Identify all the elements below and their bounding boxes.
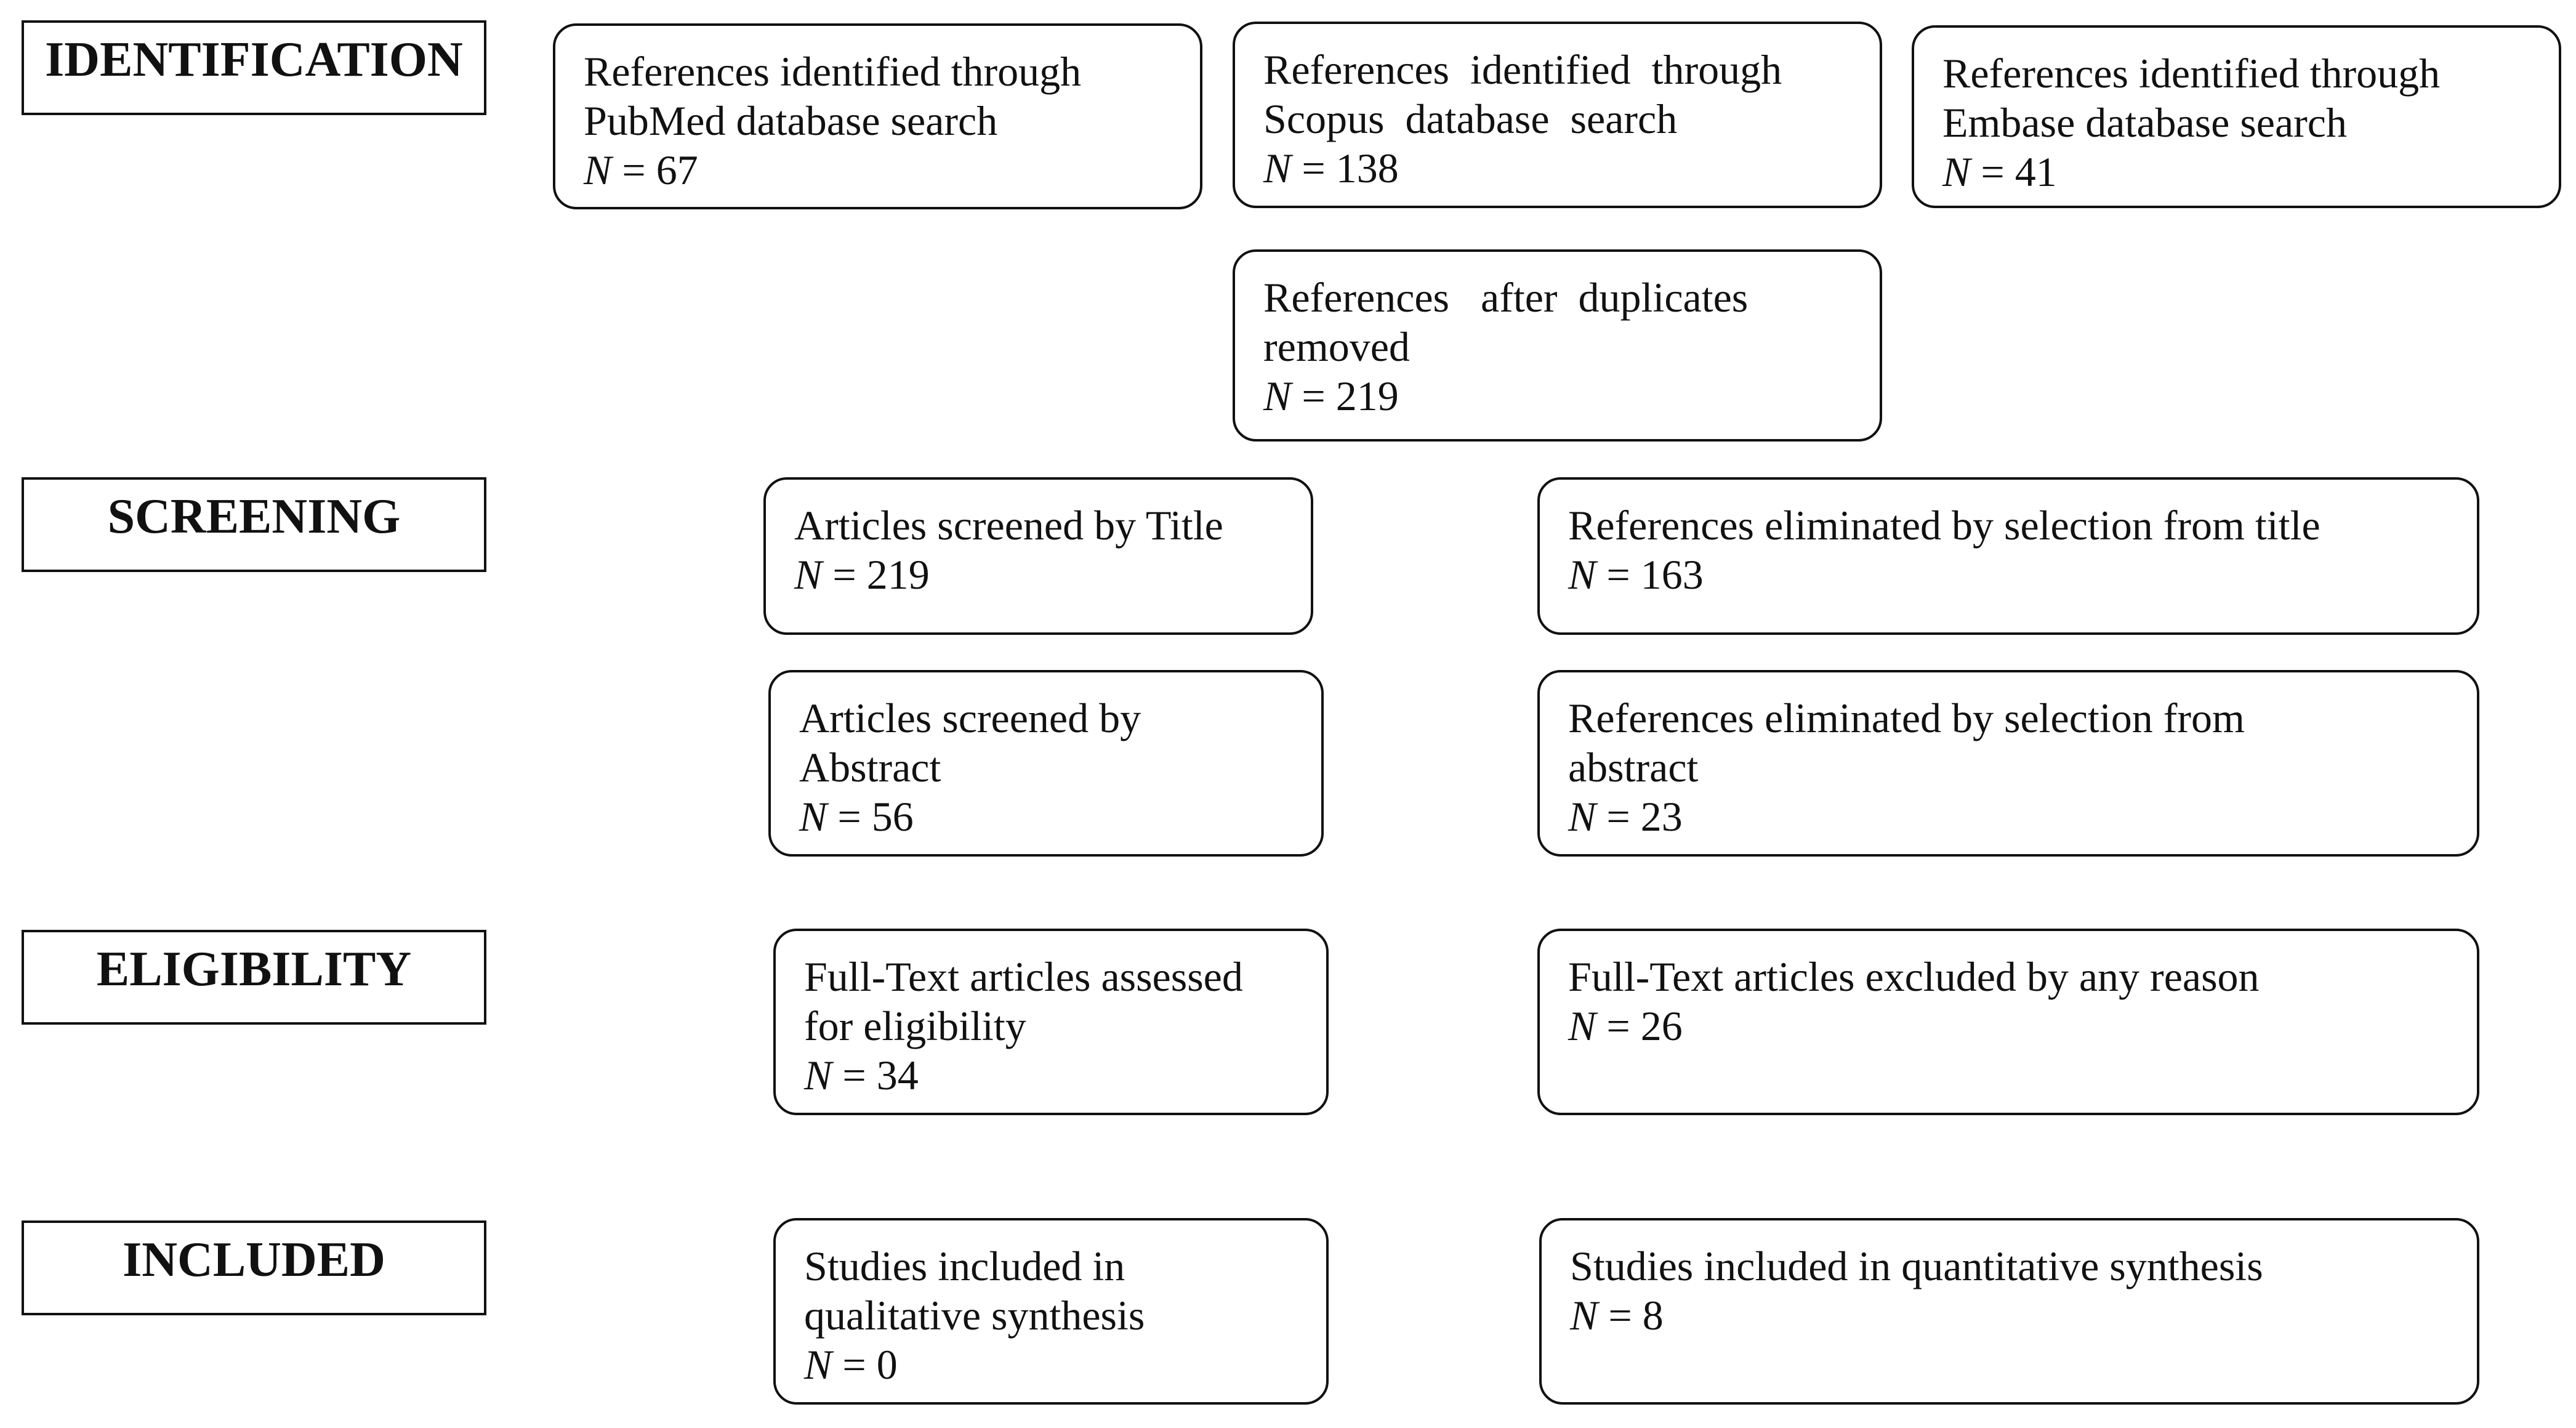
box-text: abstract xyxy=(1568,744,1699,791)
abstract-screening-box: Articles screened by Abstract N = 56 xyxy=(768,670,1324,857)
box-count: N = 219 xyxy=(1263,371,1880,421)
box-text: Articles screened by Title xyxy=(794,502,1223,549)
quantitative-synthesis-box: Studies included in quantitative synthes… xyxy=(1539,1218,2479,1405)
n-symbol: N xyxy=(804,1341,832,1388)
box-count: N = 0 xyxy=(804,1340,1326,1389)
box-text: References identified through xyxy=(1263,46,1782,93)
box-count: N = 138 xyxy=(1263,143,1880,193)
n-symbol: N xyxy=(1942,148,1971,195)
box-count: N = 26 xyxy=(1568,1001,2477,1051)
n-value: = 0 xyxy=(832,1341,898,1388)
box-text: Scopus database search xyxy=(1263,95,1678,142)
embase-search-box: References identified through Embase dat… xyxy=(1912,25,2561,208)
n-value: = 34 xyxy=(832,1052,919,1099)
box-count: N = 219 xyxy=(794,550,1311,599)
box-count: N = 56 xyxy=(799,792,1321,841)
fulltext-excluded-box: Full-Text articles excluded by any reaso… xyxy=(1537,929,2479,1115)
n-value: = 23 xyxy=(1596,793,1683,840)
box-text: References after duplicates xyxy=(1263,274,1749,321)
box-text: Full-Text articles excluded by any reaso… xyxy=(1568,953,2260,1000)
stage-identification: IDENTIFICATION xyxy=(22,20,486,115)
box-text: Studies included in xyxy=(804,1243,1125,1289)
box-count: N = 23 xyxy=(1568,792,2477,841)
n-symbol: N xyxy=(1263,145,1292,192)
box-text: Full-Text articles assessed xyxy=(804,953,1243,1000)
box-text: PubMed database search xyxy=(584,97,998,144)
n-value: = 56 xyxy=(827,793,914,840)
box-text: References eliminated by selection from xyxy=(1568,695,2245,741)
box-text: qualitative synthesis xyxy=(804,1292,1145,1339)
n-symbol: N xyxy=(584,147,612,193)
pubmed-search-box: References identified through PubMed dat… xyxy=(553,23,1202,209)
stage-included: INCLUDED xyxy=(22,1220,486,1315)
box-text: References identified through xyxy=(584,48,1082,95)
n-value: = 219 xyxy=(1291,373,1399,419)
scopus-search-box: References identified through Scopus dat… xyxy=(1233,22,1882,208)
n-symbol: N xyxy=(804,1052,832,1099)
n-value: = 163 xyxy=(1596,551,1704,598)
n-value: = 41 xyxy=(1970,148,2057,195)
fulltext-assessed-box: Full-Text articles assessed for eligibil… xyxy=(773,929,1329,1115)
n-symbol: N xyxy=(794,551,823,598)
n-symbol: N xyxy=(799,793,827,840)
n-symbol: N xyxy=(1568,551,1596,598)
stage-screening: SCREENING xyxy=(22,477,486,572)
title-elimination-box: References eliminated by selection from … xyxy=(1537,477,2479,635)
box-count: N = 8 xyxy=(1570,1291,2477,1340)
n-symbol: N xyxy=(1568,793,1596,840)
title-screening-box: Articles screened by Title N = 219 xyxy=(763,477,1313,635)
n-value: = 67 xyxy=(611,147,698,193)
box-count: N = 163 xyxy=(1568,550,2477,599)
n-symbol: N xyxy=(1568,1002,1596,1049)
abstract-elimination-box: References eliminated by selection from … xyxy=(1537,670,2479,857)
box-text: Studies included in quantitative synthes… xyxy=(1570,1243,2263,1289)
n-value: = 26 xyxy=(1596,1002,1683,1049)
box-text: References eliminated by selection from … xyxy=(1568,502,2320,549)
box-count: N = 34 xyxy=(804,1051,1326,1100)
box-text: removed xyxy=(1263,323,1410,370)
box-count: N = 41 xyxy=(1942,147,2559,196)
duplicates-removed-box: References after duplicates removed N = … xyxy=(1233,249,1882,442)
n-value: = 138 xyxy=(1291,145,1399,192)
box-count: N = 67 xyxy=(584,145,1200,195)
box-text: References identified through xyxy=(1942,50,2441,97)
n-symbol: N xyxy=(1263,373,1292,419)
box-text: Abstract xyxy=(799,744,941,791)
qualitative-synthesis-box: Studies included in qualitative synthesi… xyxy=(773,1218,1329,1405)
n-value: = 219 xyxy=(822,551,930,598)
stage-eligibility: ELIGIBILITY xyxy=(22,930,486,1025)
n-symbol: N xyxy=(1570,1292,1598,1339)
box-text: Embase database search xyxy=(1942,99,2347,146)
n-value: = 8 xyxy=(1598,1292,1664,1339)
box-text: Articles screened by xyxy=(799,695,1141,741)
box-text: for eligibility xyxy=(804,1002,1026,1049)
